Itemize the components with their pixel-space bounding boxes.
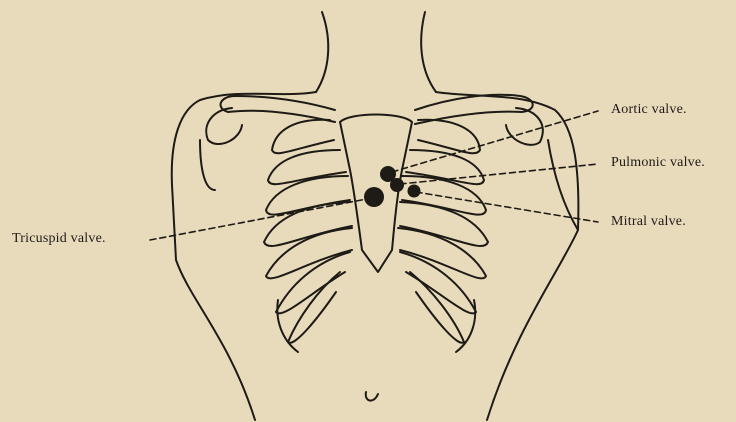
mitral-valve-dot	[408, 185, 421, 198]
torso-outline-left	[172, 92, 316, 420]
tricuspid-valve-label: Tricuspid valve.	[12, 231, 106, 247]
arm-inner-right	[548, 140, 578, 230]
tricuspid-valve-dot	[364, 187, 384, 207]
arm-inner-left	[200, 140, 215, 190]
ribs-right	[398, 120, 488, 352]
mitral-valve-label: Mitral valve.	[611, 214, 686, 230]
leader-pulmonic	[400, 164, 598, 184]
shoulder-right	[506, 108, 543, 145]
leader-tricuspid	[150, 198, 372, 240]
neck-outline-left	[316, 12, 328, 92]
leader-lines	[150, 111, 598, 240]
torso-outline-right	[436, 92, 578, 420]
shoulder-left	[206, 108, 242, 144]
pulmonic-valve-dot	[390, 178, 404, 192]
ribs-left	[264, 120, 352, 352]
aortic-valve-label: Aortic valve.	[611, 102, 687, 118]
clavicle-left	[221, 96, 335, 122]
pulmonic-valve-label: Pulmonic valve.	[611, 155, 705, 171]
navel	[366, 392, 378, 401]
neck-outline-right	[421, 12, 436, 92]
